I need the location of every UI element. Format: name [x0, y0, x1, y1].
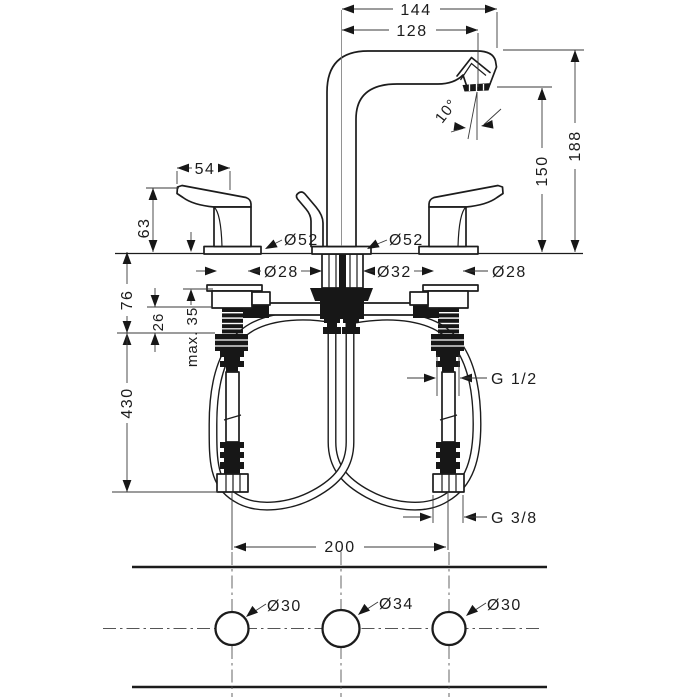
center-lever: [295, 191, 324, 248]
dim-spout-reach-inner: 128: [396, 23, 427, 40]
connection-hoses: [208, 311, 482, 511]
center-unit-underdeck: [243, 253, 439, 334]
escutcheons: [203, 245, 479, 255]
dim-handle-length: 54: [195, 161, 216, 178]
dim-escutcheon-dia-center: Ø52: [389, 232, 424, 249]
dim-max-counter-thickness: max. 35: [184, 307, 201, 367]
dim-hole-dia-left: Ø30: [267, 598, 302, 615]
left-supply-pipe: [206, 284, 271, 550]
right-supply-pipe: [409, 284, 479, 550]
dim-hole-dia-center: Ø34: [379, 596, 414, 613]
dim-hole-dia-right: Ø30: [487, 597, 522, 614]
dim-shank-dia-right: Ø28: [492, 264, 527, 281]
tap-hole-center: [321, 608, 361, 649]
dim-hose-length: 430: [119, 387, 136, 418]
dim-hole-spacing: 200: [324, 539, 355, 556]
dimension-annotations: 144 128 188 150 10° 54 63: [112, 2, 584, 621]
left-handle: [176, 184, 252, 248]
dim-base-dia-center: Ø32: [377, 264, 412, 281]
dim-handle-height: 63: [136, 218, 153, 239]
dim-spout-reach-outer: 144: [400, 2, 431, 19]
label-supply-thread: G 3/8: [491, 510, 538, 527]
tap-hole-right: [431, 610, 467, 647]
dim-shank-dia-left: Ø28: [264, 264, 299, 281]
dim-outlet-height: 150: [534, 155, 551, 186]
countertop-plan-view: [103, 552, 547, 697]
dim-underdeck-height: 76: [119, 290, 136, 311]
right-handle: [428, 184, 504, 248]
spout: [326, 50, 498, 248]
tap-hole-left: [214, 610, 250, 647]
dim-outlet-angle: 10°: [432, 96, 461, 127]
dim-overall-height: 188: [567, 130, 584, 161]
dim-thread-length: 26: [150, 313, 167, 332]
dim-escutcheon-dia-left: Ø52: [284, 232, 319, 249]
label-hose-thread: G 1/2: [491, 371, 538, 388]
